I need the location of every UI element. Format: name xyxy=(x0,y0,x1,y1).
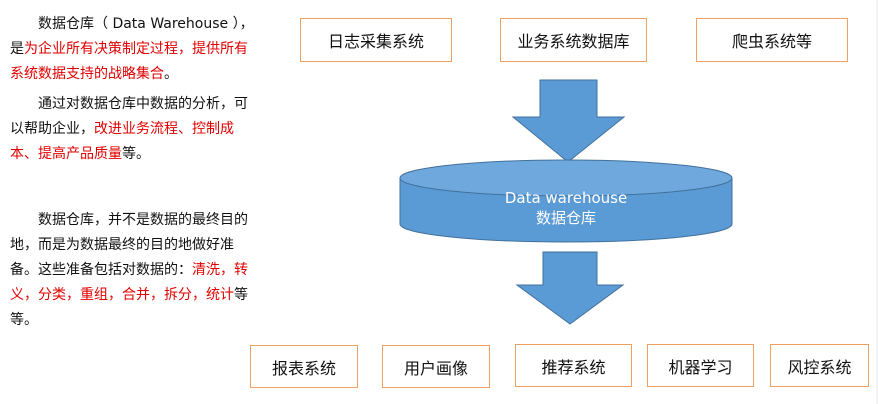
warehouse-label-cn: 数据仓库 xyxy=(535,209,596,227)
output-box-user-profile: 用户画像 xyxy=(382,345,490,388)
arrow-down-bottom xyxy=(515,251,625,325)
source-box-business-db: 业务系统数据库 xyxy=(500,18,647,62)
p1-text: 数据仓库（ Data Warehouse ），是 xyxy=(10,16,254,57)
p1-highlight: 为企业所有决策制定过程，提供所有系统数据支持的战略集合 xyxy=(10,41,248,82)
p3-highlight: 清洗，转义，分类，重组，合并，拆分，统计 xyxy=(10,262,248,303)
description-paragraph-1: 数据仓库（ Data Warehouse ），是为企业所有决策制定过程，提供所有… xyxy=(10,12,258,87)
output-box-machine-learning: 机器学习 xyxy=(647,344,754,387)
p3-text: 数据仓库，并不是数据的最终目的地，而是为数据最终的目的地做好准备。这些准备包括对… xyxy=(10,212,248,278)
source-box-logs: 日志采集系统 xyxy=(300,18,452,62)
output-box-risk-control: 风控系统 xyxy=(770,344,869,387)
description-paragraph-3: 数据仓库，并不是数据的最终目的地，而是为数据最终的目的地做好准备。这些准备包括对… xyxy=(10,208,258,333)
p3-end: 等等。 xyxy=(10,287,248,328)
output-box-reports: 报表系统 xyxy=(250,345,358,388)
description-paragraph-2: 通过对数据仓库中数据的分析，可以帮助企业，改进业务流程、控制成本、提高产品质量等… xyxy=(10,92,258,167)
p2-highlight: 改进业务流程、控制成本、提高产品质量 xyxy=(10,121,234,162)
p2-text: 通过对数据仓库中数据的分析，可以帮助企业， xyxy=(10,96,248,137)
output-box-recommendation: 推荐系统 xyxy=(515,344,632,387)
arrow-down-top xyxy=(511,79,626,163)
warehouse-cylinder xyxy=(399,159,733,243)
p2-end: 等。 xyxy=(122,146,150,162)
page-edge xyxy=(876,0,878,404)
source-box-crawler: 爬虫系统等 xyxy=(696,18,848,62)
p1-end: 。 xyxy=(164,66,178,82)
warehouse-label-en: Data warehouse xyxy=(504,189,628,207)
